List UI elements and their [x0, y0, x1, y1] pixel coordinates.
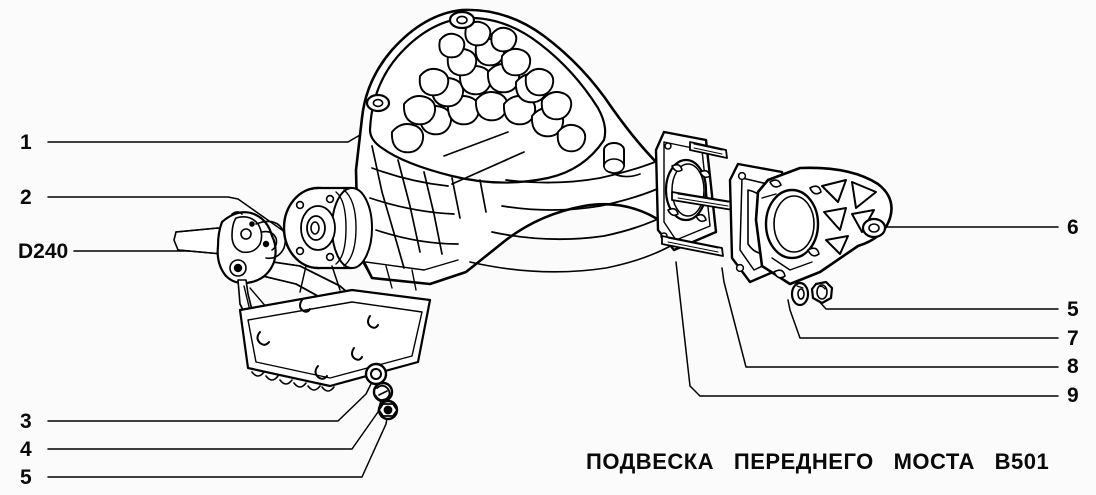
callout-label-8: 8: [1067, 355, 1079, 378]
callout-label-d240: D240: [18, 240, 69, 263]
callout-label-5-left: 5: [20, 466, 32, 489]
diagram-title: ПОДВЕСКА ПЕРЕДНЕГО МОСТА В501: [586, 449, 1050, 474]
plain-washer-right: [790, 281, 810, 307]
hex-nut-right: [810, 280, 834, 305]
differential-housing-body: [238, 8, 702, 392]
input-flange-yoke: [282, 186, 373, 293]
housing-arm-boss: [603, 142, 641, 178]
hex-nut-lower: [377, 399, 399, 421]
mounting-bracket: [754, 166, 893, 286]
callout-label-2: 2: [20, 186, 32, 209]
flat-washer: [364, 362, 388, 386]
callout-label-3: 3: [20, 410, 32, 433]
callout-label-5-right: 5: [1067, 298, 1079, 321]
callout-label-4: 4: [20, 438, 32, 461]
callout-label-6: 6: [1067, 216, 1079, 239]
spring-lock-washer: [372, 381, 394, 403]
housing-output-flange: [654, 130, 718, 252]
callout-label-1: 1: [20, 131, 32, 154]
callout-label-7: 7: [1067, 327, 1079, 350]
mounting-stud: [661, 141, 734, 257]
callout-label-9: 9: [1067, 384, 1079, 407]
